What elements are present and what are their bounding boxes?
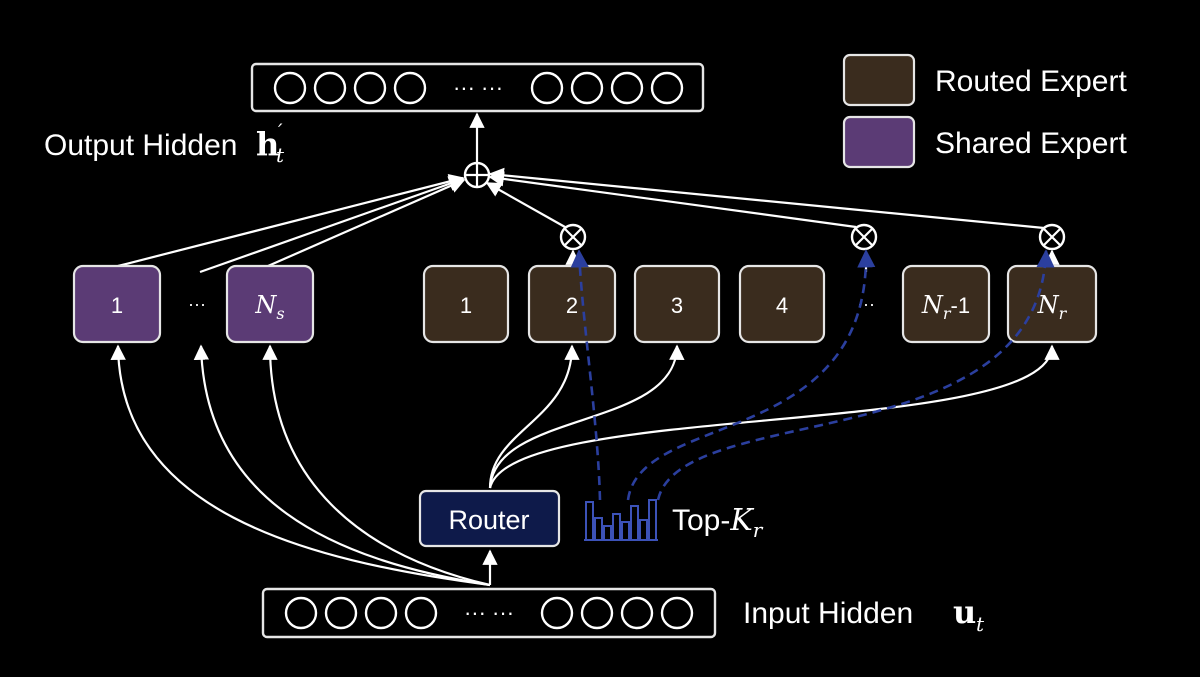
input-hidden-label: Input Hidden u t (743, 593, 985, 636)
routed-expert-3: 3 (633, 264, 721, 344)
topk-bar-chart-icon (584, 499, 658, 541)
svg-text:Top-Kr: Top-Kr (672, 503, 764, 542)
mul-node-k (850, 223, 878, 251)
svg-text:′: ′ (278, 119, 283, 143)
legend-shared-swatch (842, 115, 916, 169)
routed-expert-nr-minus-1: Nr-1 (901, 264, 991, 344)
svg-text:2: 2 (566, 293, 578, 318)
router-box: Router (418, 489, 561, 548)
shared-expert-1: 1 (72, 264, 162, 344)
svg-text:Nr-1: Nr-1 (921, 291, 970, 323)
svg-text:Nr: Nr (1037, 291, 1068, 323)
mul-node-2 (559, 223, 587, 251)
svg-text:4: 4 (776, 293, 788, 318)
input-dots: ··· ··· (464, 600, 514, 625)
svg-text:3: 3 (671, 293, 683, 318)
topk-bar (603, 525, 612, 541)
svg-text:u: u (953, 593, 976, 631)
legend-routed-label: Routed Expert (935, 65, 1127, 98)
topk-bar (612, 513, 621, 541)
shared-ellipsis: ··· (188, 294, 206, 314)
svg-text:t: t (976, 612, 985, 636)
sum-input-lines (117, 167, 1045, 274)
svg-text:1: 1 (111, 293, 123, 318)
svg-text:t: t (276, 143, 285, 167)
topk-label: Top-Kr (672, 503, 764, 542)
router-to-experts-arrows (488, 344, 1060, 489)
svg-text:Ns: Ns (254, 291, 284, 323)
input-hidden-vector: ··· ··· (261, 587, 717, 639)
output-hidden-label: Output Hidden h ′ t (44, 119, 285, 167)
output-dots: ··· ··· (453, 75, 503, 100)
routed-expert-nr: Nr (1006, 264, 1098, 344)
topk-bar (585, 501, 594, 541)
svg-text:Input Hidden: Input Hidden (743, 597, 913, 630)
topk-gating-dashed-lines (570, 249, 1055, 501)
mul-node-nr (1038, 223, 1066, 251)
topk-bar (621, 521, 630, 541)
router-label: Router (448, 505, 529, 535)
shared-expert-ns: Ns (225, 264, 315, 344)
legend: Routed Expert Shared Expert (842, 53, 1127, 169)
routed-expert-1: 1 (422, 264, 510, 344)
routed-expert-4: 4 (738, 264, 826, 344)
sum-node (463, 161, 491, 189)
svg-text:Output Hidden: Output Hidden (44, 129, 237, 162)
topk-bar (639, 519, 648, 541)
topk-bar (594, 517, 603, 541)
output-hidden-vector: ··· ··· (250, 62, 705, 113)
svg-text:h: h (256, 125, 279, 163)
input-to-shared-arrows (110, 344, 491, 587)
legend-shared-label: Shared Expert (935, 127, 1127, 160)
routed-expert-2: 2 (527, 264, 617, 344)
legend-routed-swatch (842, 53, 916, 107)
svg-text:1: 1 (460, 293, 472, 318)
topk-bar (630, 505, 639, 541)
topk-bar (648, 499, 657, 541)
